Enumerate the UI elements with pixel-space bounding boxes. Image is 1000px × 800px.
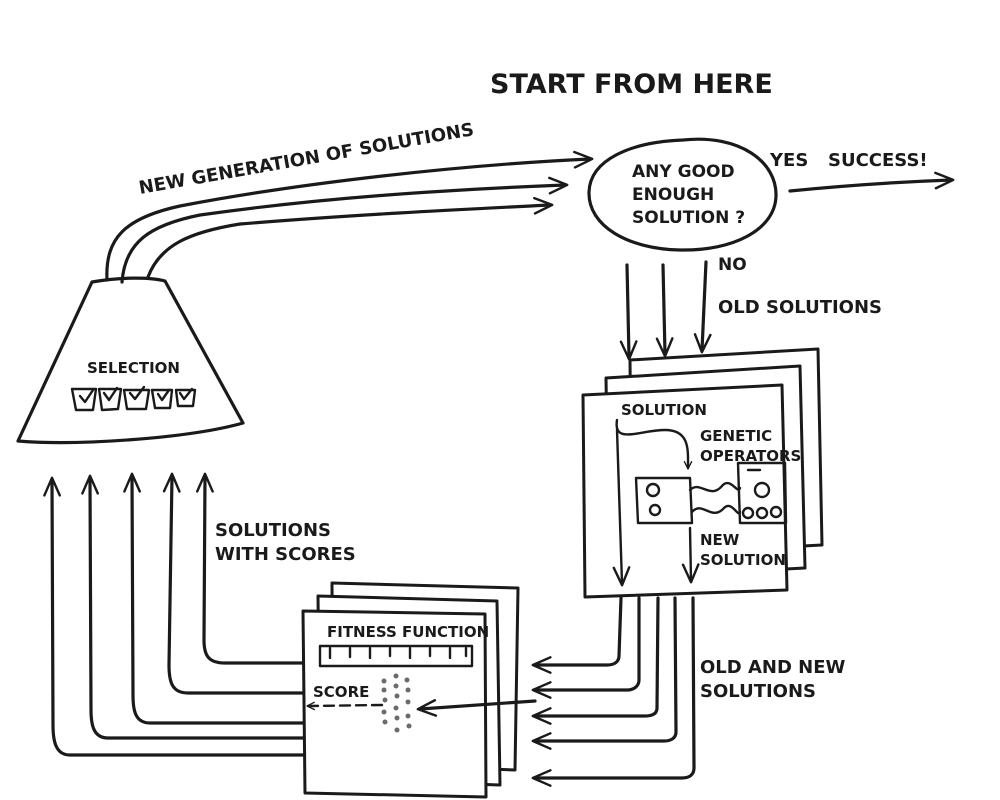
genetic-operators-stack: SOLUTION GENETIC OPERATORS NEW SOLUTION [581, 347, 824, 599]
decision-text-line3: SOLUTION ? [632, 208, 745, 228]
old-solutions-label: OLD SOLUTIONS [718, 297, 882, 318]
success-label: SUCCESS! [828, 150, 928, 171]
fitness-scale-ticks [328, 646, 468, 660]
decision-text-line2: ENOUGH [632, 185, 714, 205]
solutions-with-scores-line1: SOLUTIONS [215, 520, 331, 541]
solution-label: SOLUTION [621, 401, 707, 419]
fitness-scale [318, 644, 474, 668]
yes-label: YES [769, 150, 808, 171]
old-solutions-arrows [619, 260, 712, 361]
score-output-arrow [306, 701, 384, 711]
solution-into-fitness-arrow [416, 699, 537, 717]
fitness-function-stack: FITNESS FUNCTION SCORE [301, 581, 537, 799]
no-label: NO [718, 255, 747, 275]
selection-funnel: SELECTION [16, 276, 245, 445]
solutions-with-scores-arrows [43, 472, 307, 757]
selection-label: SELECTION [87, 359, 180, 377]
score-label: SCORE [313, 683, 369, 701]
old-and-new-arrows [531, 596, 696, 787]
solution-down-arrow [612, 428, 631, 587]
old-and-new-line2: SOLUTIONS [700, 681, 816, 702]
new-solution-line1: NEW [700, 531, 740, 549]
selected-cups [70, 385, 197, 412]
genetic-operators-line2: OPERATORS [700, 447, 801, 465]
start-label: START FROM HERE [490, 69, 773, 100]
operator-machine [634, 461, 788, 525]
solutions-with-scores-line2: WITH SCORES [215, 544, 356, 565]
genetic-operators-line1: GENETIC [700, 427, 772, 445]
new-solution-down-arrow [681, 526, 700, 584]
decision-text-line1: ANY GOOD [632, 162, 735, 182]
old-and-new-line1: OLD AND NEW [700, 657, 846, 678]
new-solution-line2: SOLUTION [700, 551, 786, 569]
score-dots [381, 673, 412, 733]
new-generation-arrows [105, 150, 594, 284]
solution-to-operator-arrow [615, 418, 693, 470]
success-arrow [788, 171, 955, 193]
decision-node: ANY GOOD ENOUGH SOLUTION ? [587, 137, 778, 252]
fitness-function-label: FITNESS FUNCTION [327, 623, 489, 641]
